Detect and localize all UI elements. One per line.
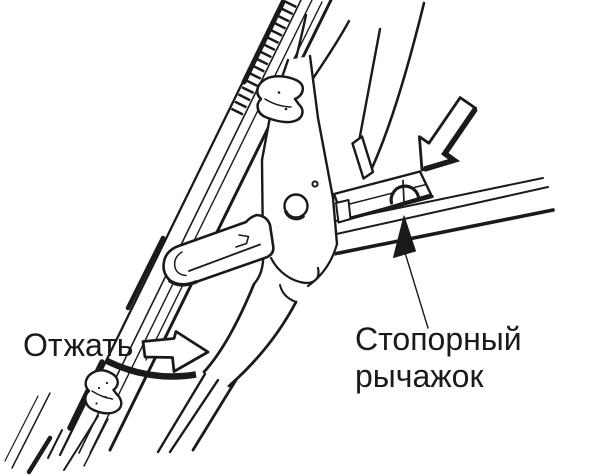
top-claw [256,75,304,124]
bottom-claw [84,369,123,415]
lock-lever-label: Стопорный рычажок [355,321,522,395]
press-label: Отжать [23,327,134,363]
blade-adapter-block [332,135,434,224]
arm-hook [162,213,275,287]
leader-line [403,250,429,329]
rivet-dot [311,180,319,188]
press-right-arrow-icon [105,330,210,380]
blade-frame-lower-arm [156,282,298,454]
lock-lever-arm [351,135,375,180]
pointer-arrow-icon [393,215,429,329]
lock-lever-label-line1: Стопорный [355,321,522,357]
lock-lever-label-line2: рычажок [355,358,484,394]
lock-lever [389,184,421,205]
press-down-arrow-icon [418,96,478,172]
